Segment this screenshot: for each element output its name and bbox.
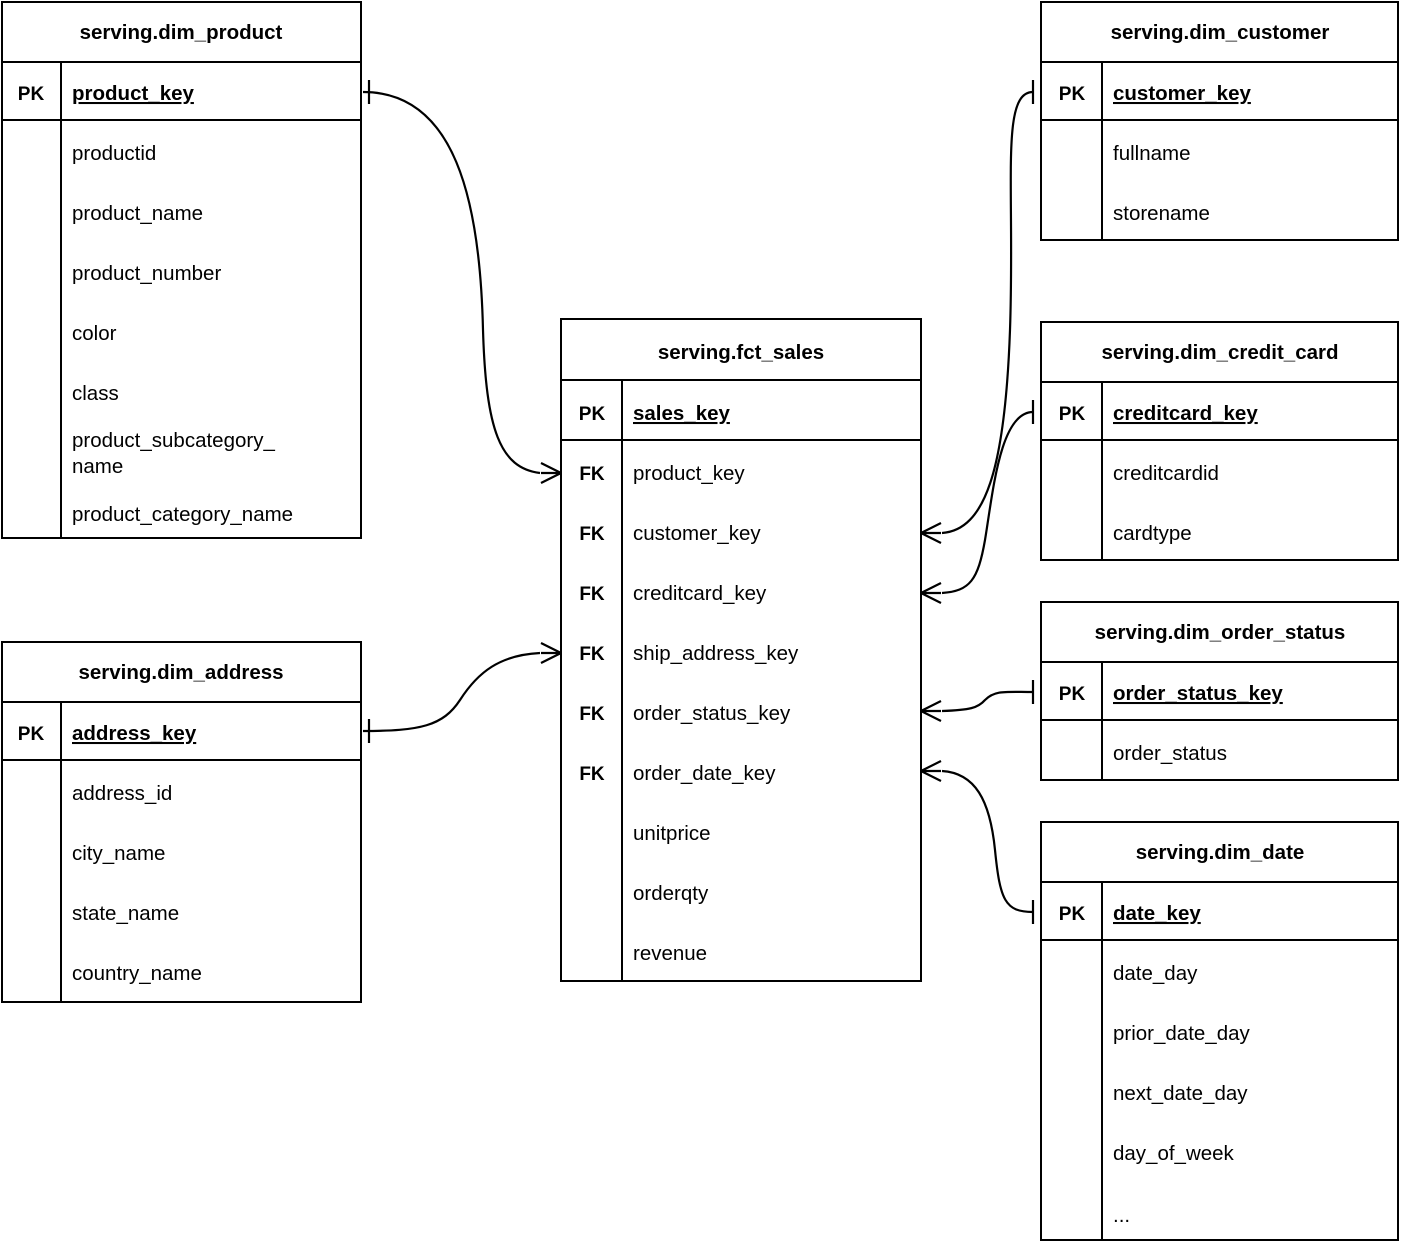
table-dim-product-col-product-subcategory-name-line1: product_subcategory_ — [72, 429, 275, 452]
relationship-sales-to-credit-card[interactable] — [920, 400, 1035, 604]
table-fct-sales-col-order-date-key: order_date_key — [633, 762, 776, 785]
relationship-sales-to-order-status[interactable] — [920, 680, 1035, 722]
table-dim-customer-col-storename: storename — [1113, 202, 1210, 225]
table-dim-customer-title: serving.dim_customer — [1111, 21, 1330, 44]
table-dim-customer[interactable]: serving.dim_customer PK customer_key ful… — [1040, 1, 1399, 241]
relationship-product-to-sales-line — [362, 90, 541, 475]
table-fct-sales-fk-tag-product-key: FK — [579, 464, 605, 485]
relationship-address-to-sales[interactable] — [362, 642, 562, 743]
table-fct-sales-fk-tag-order-status-key: FK — [579, 704, 605, 725]
table-fct-sales-fk-tag-ship-address-key: FK — [579, 644, 605, 665]
table-dim-order-status-box — [1040, 601, 1399, 781]
table-dim-credit-card-col-creditcardid: creditcardid — [1113, 462, 1219, 485]
table-dim-address-pk-name: address_key — [72, 722, 197, 745]
table-dim-product-pk-name: product_key — [72, 82, 194, 105]
table-dim-date-col-next-date-day: next_date_day — [1113, 1082, 1248, 1105]
table-fct-sales-col-ship-address-key: ship_address_key — [633, 642, 799, 665]
table-fct-sales[interactable]: serving.fct_sales PK sales_key FK produc… — [560, 318, 922, 982]
table-dim-customer-pk-tag: PK — [1059, 84, 1086, 105]
table-fct-sales-col-customer-key: customer_key — [633, 522, 761, 545]
table-dim-date-col-prior-date-day: prior_date_day — [1113, 1022, 1251, 1045]
table-dim-product-col-product-number: product_number — [72, 262, 221, 285]
table-dim-product-col-product-subcategory-name-line2: name — [72, 455, 123, 478]
table-dim-date-col-day-of-week: day_of_week — [1113, 1142, 1235, 1165]
table-dim-product-col-color: color — [72, 322, 117, 345]
table-dim-order-status[interactable]: serving.dim_order_status PK order_status… — [1040, 601, 1399, 781]
table-fct-sales-col-creditcard-key: creditcard_key — [633, 582, 767, 605]
table-fct-sales-fk-tag-order-date-key: FK — [579, 764, 605, 785]
relationship-sales-to-credit-card-line — [941, 410, 1034, 595]
relationship-sales-to-credit-card-many-marker — [920, 582, 942, 604]
table-fct-sales-col-revenue: revenue — [633, 942, 707, 965]
table-fct-sales-col-order-status-key: order_status_key — [633, 702, 791, 725]
table-fct-sales-fk-tag-customer-key: FK — [579, 524, 605, 545]
relationship-sales-to-customer-many-marker — [920, 522, 942, 544]
table-dim-credit-card-title: serving.dim_credit_card — [1102, 341, 1339, 364]
table-dim-order-status-pk-tag: PK — [1059, 684, 1086, 705]
table-dim-product-title: serving.dim_product — [80, 21, 283, 44]
table-dim-address-col-country-name: country_name — [72, 962, 202, 985]
relationship-sales-to-customer-line — [941, 90, 1034, 535]
table-dim-order-status-col-order-status: order_status — [1113, 742, 1227, 765]
table-dim-address-col-address-id: address_id — [72, 782, 172, 805]
table-dim-date-pk-name: date_key — [1113, 902, 1201, 925]
table-dim-product-col-product-category-name: product_category_name — [72, 503, 293, 526]
relationship-sales-to-date-line — [941, 769, 1034, 914]
table-dim-credit-card-pk-name: creditcard_key — [1113, 402, 1258, 425]
table-fct-sales-pk-tag: PK — [579, 404, 606, 425]
table-dim-date-title: serving.dim_date — [1136, 841, 1305, 864]
table-dim-date[interactable]: serving.dim_date PK date_key date_day pr… — [1040, 821, 1399, 1241]
relationship-product-to-sales-many-marker — [540, 462, 562, 484]
table-dim-product-col-productid: productid — [72, 142, 156, 165]
table-fct-sales-col-unitprice: unitprice — [633, 822, 711, 845]
table-dim-address-col-state-name: state_name — [72, 902, 179, 925]
relationship-product-to-sales[interactable] — [362, 80, 562, 484]
table-dim-order-status-title: serving.dim_order_status — [1095, 621, 1346, 644]
table-dim-product-col-class: class — [72, 382, 119, 405]
table-dim-address-title: serving.dim_address — [78, 661, 283, 684]
relationship-sales-to-date-many-marker — [920, 760, 942, 782]
table-dim-address-col-city-name: city_name — [72, 842, 165, 865]
relationship-sales-to-order-status-many-marker — [920, 700, 942, 722]
table-dim-order-status-pk-name: order_status_key — [1113, 682, 1283, 705]
table-fct-sales-title: serving.fct_sales — [658, 341, 824, 364]
table-fct-sales-col-product-key: product_key — [633, 462, 745, 485]
table-dim-product-pk-tag: PK — [18, 84, 45, 105]
table-dim-date-pk-tag: PK — [1059, 904, 1086, 925]
table-fct-sales-col-orderqty: orderqty — [633, 882, 709, 905]
table-dim-product-col-product-name: product_name — [72, 202, 203, 225]
table-dim-credit-card[interactable]: serving.dim_credit_card PK creditcard_ke… — [1040, 321, 1399, 561]
table-dim-address-pk-tag: PK — [18, 724, 45, 745]
relationship-sales-to-date[interactable] — [920, 760, 1035, 924]
table-dim-address[interactable]: serving.dim_address PK address_key addre… — [1, 641, 362, 1003]
table-fct-sales-fk-tag-creditcard-key: FK — [579, 584, 605, 605]
table-dim-customer-pk-name: customer_key — [1113, 82, 1251, 105]
relationship-address-to-sales-many-marker — [540, 642, 562, 664]
relationship-sales-to-customer[interactable] — [920, 80, 1035, 544]
table-fct-sales-pk-name: sales_key — [633, 402, 731, 425]
table-dim-product[interactable]: serving.dim_product PK product_key produ… — [1, 1, 362, 539]
relationship-sales-to-order-status-line — [941, 690, 1034, 713]
table-dim-customer-col-fullname: fullname — [1113, 142, 1191, 165]
table-dim-credit-card-pk-tag: PK — [1059, 404, 1086, 425]
table-dim-credit-card-col-cardtype: cardtype — [1113, 522, 1192, 545]
table-dim-date-col-date-day: date_day — [1113, 962, 1198, 985]
relationship-address-to-sales-line — [362, 651, 541, 733]
table-dim-date-box — [1040, 821, 1399, 1241]
table-dim-address-box — [1, 641, 362, 1003]
table-dim-date-col-ellipsis: ... — [1113, 1204, 1130, 1227]
